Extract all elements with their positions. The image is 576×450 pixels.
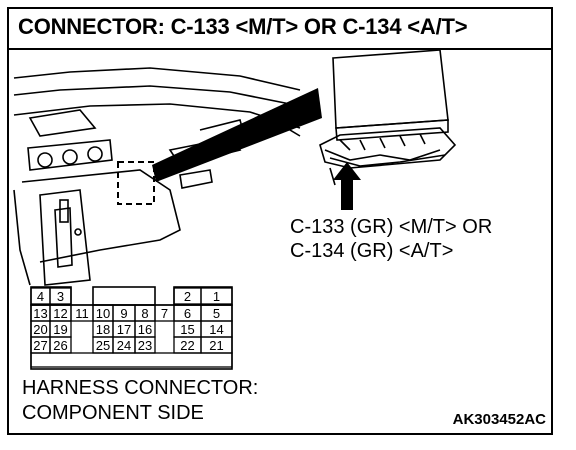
pin-block-base [30,352,233,368]
pin-label: 25 [96,338,110,353]
pin-label: 3 [57,289,64,304]
pin-label: 17 [117,322,131,337]
pin-label: 19 [53,322,67,337]
pin-label: 14 [209,322,223,337]
pin-label: 24 [117,338,131,353]
pin-label: 5 [213,306,220,321]
pin-label: 21 [209,338,223,353]
pin-label: 9 [120,306,127,321]
pin-label: 7 [161,306,168,321]
pin-label: 13 [33,306,47,321]
pin-label: 6 [184,306,191,321]
pin-label: 16 [138,322,152,337]
connector-label-line1: C-133 (GR) <M/T> OR [290,216,493,238]
pin-label: 10 [96,306,110,321]
connector-label-line2: C-134 (GR) <A/T> [290,240,454,262]
pin-label: 1 [213,289,220,304]
pin-label: 15 [180,322,194,337]
pin-label: 20 [33,322,47,337]
zoom-beam [152,88,322,182]
pin-label: 4 [37,289,44,304]
pin-label: 18 [96,322,110,337]
pin-label: 22 [180,338,194,353]
connector-location-box [117,161,155,205]
figure-frame [7,7,553,435]
pin-cell [200,287,233,305]
pin-label: 26 [53,338,67,353]
pin-cell [49,287,72,305]
page-title: CONNECTOR: C-133 <M/T> OR C-134 <A/T> [18,14,468,39]
harness-label-line2: COMPONENT SIDE [22,402,204,424]
title-divider [9,48,551,50]
pin-label: 8 [141,306,148,321]
pin-label: 2 [184,289,191,304]
pin-label: 27 [33,338,47,353]
harness-label-line1: HARNESS CONNECTOR: [22,377,259,399]
pin-label: 11 [75,306,89,321]
pin-label: 23 [138,338,152,353]
figure-code: AK303452AC [452,411,546,428]
pin-label: 12 [53,306,67,321]
dashboard-drawing [13,67,301,286]
pointer-arrow [333,162,361,210]
